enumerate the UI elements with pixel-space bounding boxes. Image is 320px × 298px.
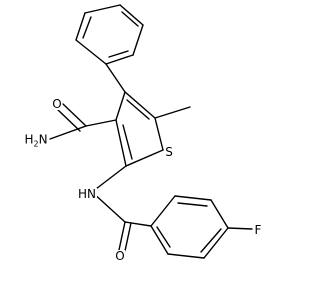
bond-ph-inner-1 xyxy=(82,16,92,39)
bond-ph-2 xyxy=(75,12,86,41)
bond-fph-6 xyxy=(150,225,169,255)
bond-c-f xyxy=(227,227,253,230)
bond-ph-4 xyxy=(119,4,144,26)
bond-amide-co-1 xyxy=(62,103,87,127)
bond-fph-3 xyxy=(210,199,229,229)
structure-canvas: O H2N S HN O F xyxy=(23,4,263,263)
bond-s-c2 xyxy=(125,149,164,167)
bond-fph-inner-3 xyxy=(156,226,171,248)
bond-c2-c3-inner xyxy=(122,124,133,160)
bond-c3-amide xyxy=(85,119,117,127)
bond-c2-c3 xyxy=(115,119,127,167)
bond-benzoyl-co-1 xyxy=(118,221,126,251)
bond-benzoyl-co-2 xyxy=(124,222,132,252)
bond-fph-2 xyxy=(174,195,212,201)
bond-ph-6 xyxy=(105,54,134,65)
atom-amine: H2N xyxy=(23,132,49,151)
bond-c4-c5-inner xyxy=(126,99,150,120)
bond-c3-c4 xyxy=(115,91,126,121)
bond-fph-1 xyxy=(150,195,176,227)
bond-c2-nh xyxy=(91,165,127,193)
bond-fph-5 xyxy=(167,253,205,259)
bond-nh-carbonyl xyxy=(91,191,126,223)
bond-ph-3 xyxy=(84,4,121,14)
bond-c5-s xyxy=(154,117,164,151)
atom-oxygen-benzoyl: O xyxy=(114,249,126,263)
bond-amide-cn xyxy=(49,125,87,140)
atom-fluorine: F xyxy=(253,223,263,237)
bond-fph-inner-1 xyxy=(177,202,208,207)
bond-carbonyl-aryl xyxy=(124,221,152,227)
bond-ph-inner-3 xyxy=(108,50,129,58)
bond-fph-inner-2 xyxy=(200,228,222,253)
atom-sulfur: S xyxy=(164,145,174,159)
bond-amide-co-2 xyxy=(56,108,81,132)
bond-ph-5 xyxy=(132,24,144,56)
bond-layer xyxy=(49,4,253,259)
bond-ph-1 xyxy=(75,39,107,65)
bond-c4-phenyl xyxy=(105,63,126,93)
bond-fph-4 xyxy=(203,227,229,259)
atom-oxygen-amide: O xyxy=(51,97,63,111)
atom-nh: HN xyxy=(77,187,97,201)
bond-c5-methyl xyxy=(154,106,191,119)
bond-ph-inner-2 xyxy=(121,11,139,27)
bond-c4-c5 xyxy=(124,91,156,119)
